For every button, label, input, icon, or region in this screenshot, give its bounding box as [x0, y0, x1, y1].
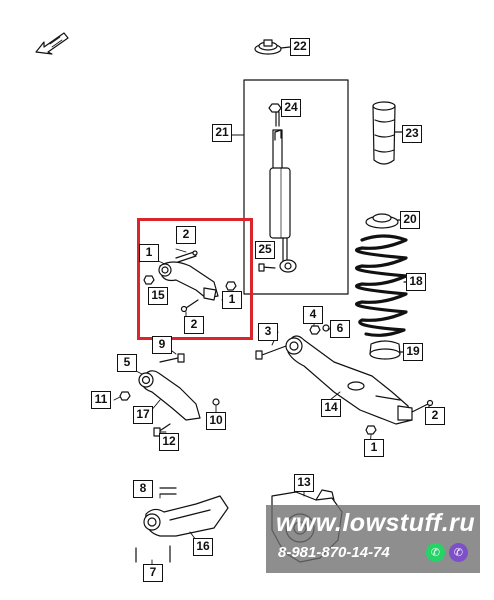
- viber-icon[interactable]: ✆: [449, 543, 468, 562]
- watermark-banner: www.lowstuff.ru 8-981-870-14-74 ✆ ✆: [266, 505, 480, 573]
- callout-13[interactable]: 13: [294, 474, 314, 492]
- shock-top-mount: [254, 39, 291, 55]
- callout-1-right[interactable]: 1: [222, 291, 242, 309]
- callout-18[interactable]: 18: [406, 273, 426, 291]
- watermark-phone: 8-981-870-14-74: [278, 544, 390, 561]
- selected-part-highlight: [137, 218, 253, 340]
- callout-1-bottom[interactable]: 1: [364, 439, 384, 457]
- callout-16[interactable]: 16: [193, 538, 213, 556]
- lower-control-arm: [255, 324, 434, 435]
- upper-spring-seat: [365, 213, 405, 229]
- callout-12[interactable]: 12: [159, 433, 179, 451]
- upper-control-arm: [143, 250, 237, 313]
- callout-8[interactable]: 8: [133, 480, 153, 498]
- callout-21[interactable]: 21: [212, 124, 232, 142]
- callout-20[interactable]: 20: [400, 211, 420, 229]
- shock-absorber: [269, 111, 297, 273]
- watermark-site: www.lowstuff.ru: [276, 509, 476, 537]
- dust-boot: [372, 101, 403, 165]
- callout-5[interactable]: 5: [117, 354, 137, 372]
- front-arrow-icon: [35, 32, 69, 55]
- callout-25[interactable]: 25: [255, 241, 275, 259]
- callout-14[interactable]: 14: [321, 399, 341, 417]
- whatsapp-icon[interactable]: ✆: [426, 543, 445, 562]
- coil-spring: [354, 234, 409, 337]
- lateral-link: [119, 353, 220, 437]
- callout-22[interactable]: 22: [290, 38, 310, 56]
- callout-15[interactable]: 15: [148, 287, 168, 305]
- callout-1-left[interactable]: 1: [139, 244, 159, 262]
- callout-3[interactable]: 3: [258, 323, 278, 341]
- shock-bolt: [258, 263, 276, 272]
- callout-23[interactable]: 23: [402, 125, 422, 143]
- callout-2-right[interactable]: 2: [425, 407, 445, 425]
- callout-2-upper[interactable]: 2: [176, 226, 196, 244]
- shock-assembly-frame: [243, 79, 349, 295]
- callout-24[interactable]: 24: [281, 99, 301, 117]
- lower-spring-seat: [369, 340, 405, 360]
- callout-11[interactable]: 11: [91, 391, 111, 409]
- callout-7[interactable]: 7: [143, 564, 163, 582]
- trailing-link: [135, 487, 229, 563]
- callout-17[interactable]: 17: [133, 406, 153, 424]
- callout-2-lower[interactable]: 2: [184, 316, 204, 334]
- callout-19[interactable]: 19: [403, 343, 423, 361]
- callout-9[interactable]: 9: [152, 336, 172, 354]
- callout-6[interactable]: 6: [330, 320, 350, 338]
- callout-4[interactable]: 4: [303, 306, 323, 324]
- callout-10[interactable]: 10: [206, 412, 226, 430]
